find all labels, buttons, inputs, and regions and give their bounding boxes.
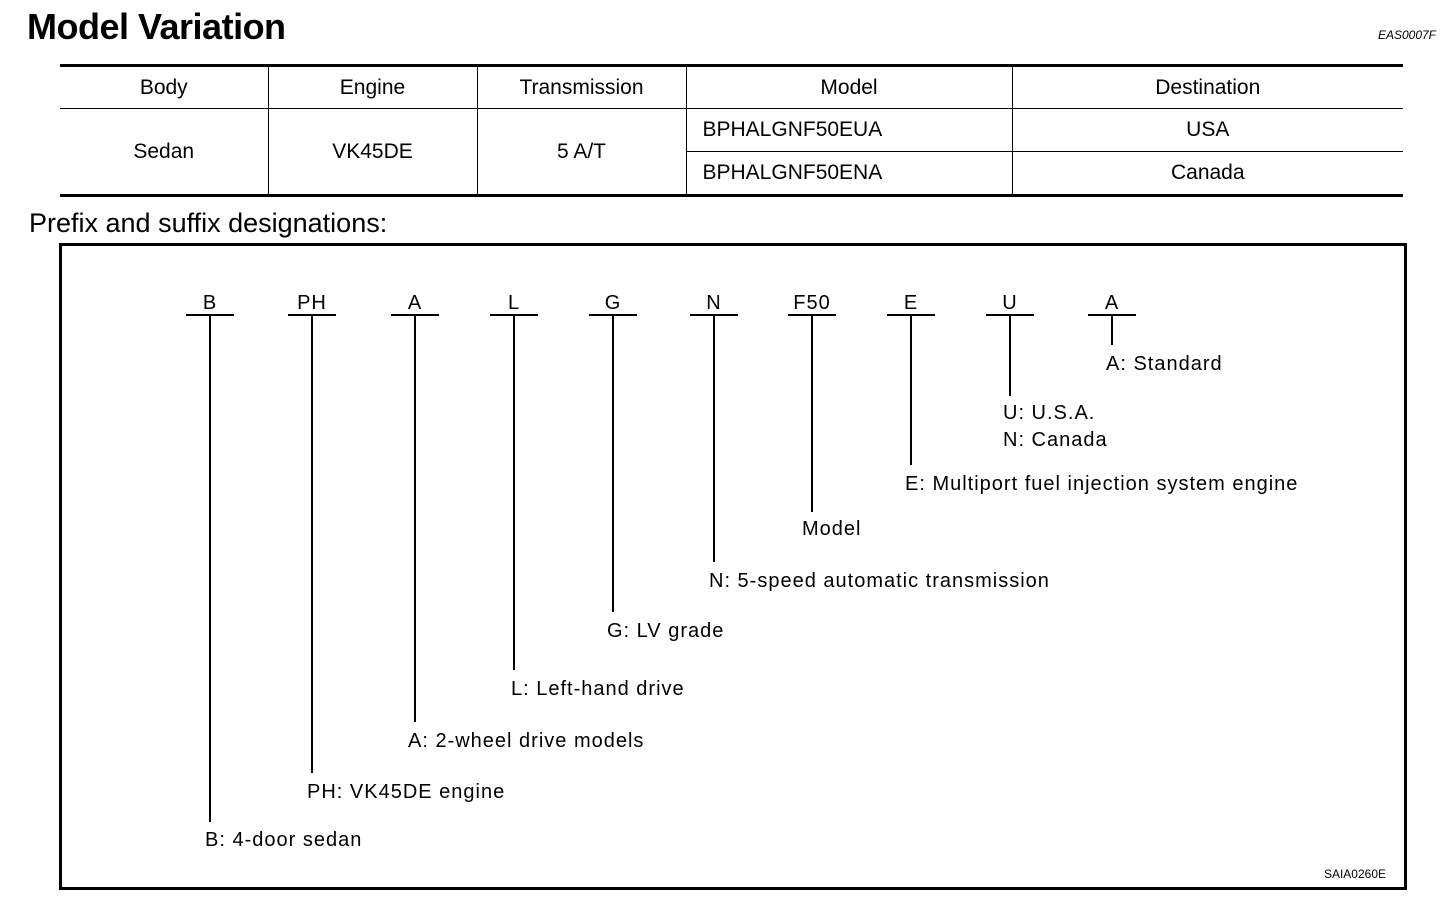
header-model: Model: [685, 64, 1012, 109]
designation-description: PH: VK45DE engine: [307, 781, 505, 803]
designation-code: G: [605, 292, 622, 314]
designation-description: N: 5-speed automatic transmission: [709, 570, 1050, 592]
header-body: Body: [60, 64, 268, 109]
page-title: Model Variation: [27, 6, 286, 47]
header-transmission: Transmission: [476, 64, 686, 109]
designation-description: U: U.S.A.: [1003, 402, 1095, 424]
cell-model: BPHALGNF50ENA: [685, 151, 1012, 197]
designation-code: U: [1002, 292, 1017, 314]
designation-description: G: LV grade: [607, 620, 724, 642]
designation-diagram: B B: 4-door sedan PH PH: VK45DE engine A A: 2…: [59, 243, 1407, 890]
model-variation-table: Body Engine Transmission Model Destinati…: [60, 64, 1403, 197]
cell-destination: USA: [1011, 108, 1403, 152]
header-engine: Engine: [267, 64, 477, 109]
designation-description: Model: [802, 518, 861, 540]
designation-code: E: [904, 292, 918, 314]
table-row: BPHALGNF50ENA Canada: [60, 151, 1403, 197]
designation-code: PH: [297, 292, 327, 314]
designation-description: N: Canada: [1003, 429, 1108, 451]
designation-code: N: [706, 292, 721, 314]
cell-transmission: 5 A/T: [476, 108, 686, 197]
designation-diagram-svg: B B: 4-door sedan PH PH: VK45DE engine A A: 2…: [186, 292, 1298, 851]
designation-description: A: Standard: [1106, 353, 1223, 375]
figure-code: SAIA0260E: [1323, 867, 1386, 881]
cell-engine: VK45DE: [267, 108, 477, 197]
designation-description: B: 4-door sedan: [205, 829, 362, 851]
document-code: EAS0007F: [1377, 28, 1436, 42]
designation-code: B: [203, 292, 217, 314]
designation-code: L: [508, 292, 520, 314]
designation-description: L: Left-hand drive: [511, 678, 685, 700]
designation-code: F50: [793, 292, 830, 314]
header-destination: Destination: [1011, 64, 1403, 109]
designation-description: A: 2-wheel drive models: [408, 730, 644, 752]
designation-description: E: Multiport fuel injection system engin…: [905, 473, 1298, 495]
cell-model: BPHALGNF50EUA: [685, 108, 1012, 152]
table-header-row: Body Engine Transmission Model Destinati…: [60, 64, 1403, 109]
section-subtitle: Prefix and suffix designations:: [29, 208, 388, 238]
cell-destination: Canada: [1011, 151, 1403, 197]
table-row: Sedan VK45DE 5 A/T BPHALGNF50EUA USA: [60, 108, 1403, 197]
cell-body: Sedan: [60, 108, 268, 197]
designation-code: A: [408, 292, 422, 314]
designation-code: A: [1105, 292, 1119, 314]
